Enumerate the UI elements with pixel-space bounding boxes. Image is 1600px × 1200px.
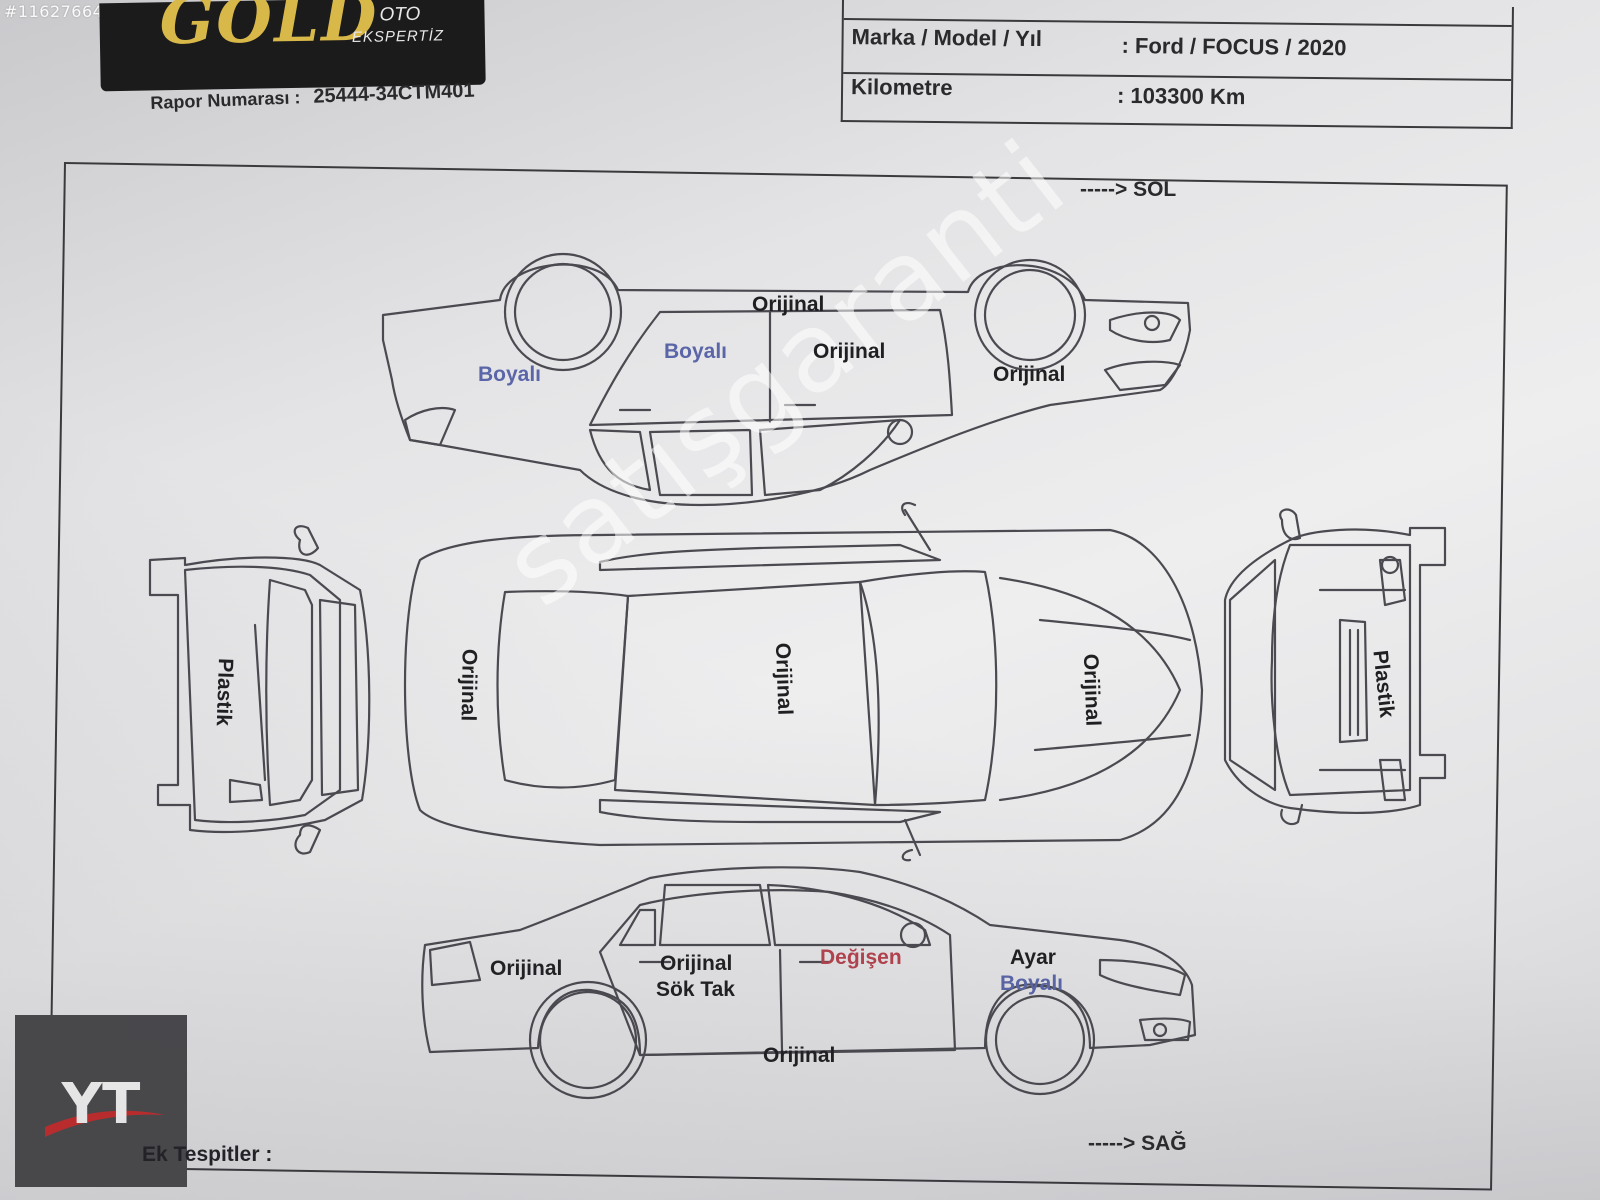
- label-left-rear-quarter: Boyalı: [478, 363, 542, 386]
- listing-id: #1162766439: [4, 2, 125, 21]
- label-left-front-fender: Orijinal: [993, 363, 1066, 386]
- direction-left: -----> SOL: [1080, 178, 1177, 201]
- label-right-rear-door-line2: Sök Tak: [656, 978, 735, 1001]
- right-side-view: [421, 866, 1197, 1100]
- left-side-view: [381, 252, 1192, 507]
- direction-right: -----> SAĞ: [1088, 1132, 1187, 1155]
- top-view: [403, 501, 1204, 862]
- label-left-rear-door: Boyalı: [664, 340, 728, 363]
- front-view: [1223, 508, 1447, 826]
- label-left-roof-edge: Orijinal: [752, 293, 825, 316]
- label-right-front-door: Değişen: [820, 946, 902, 969]
- yt-logo-text: YT: [61, 1072, 141, 1137]
- label-right-fender-line1: Ayar: [1010, 946, 1056, 969]
- label-top-trunk: Orijinal: [456, 648, 481, 722]
- label-right-fender-line2: Boyalı: [1000, 972, 1064, 995]
- label-right-rear-door-line1: Orijinal: [660, 952, 733, 975]
- label-rear-bumper: Plastik: [211, 657, 238, 727]
- label-top-hood: Orijinal: [1078, 653, 1105, 727]
- yt-logo-icon: YT: [45, 1072, 165, 1137]
- rear-view: [148, 525, 371, 855]
- yt-badge: YT: [15, 1015, 187, 1187]
- extra-findings-label: Ek Tespitler :: [142, 1143, 273, 1166]
- label-right-sill: Orijinal: [763, 1044, 836, 1067]
- label-right-rear-quarter: Orijinal: [490, 957, 563, 980]
- label-top-roof: Orijinal: [770, 642, 797, 716]
- label-left-front-door: Orijinal: [813, 340, 886, 363]
